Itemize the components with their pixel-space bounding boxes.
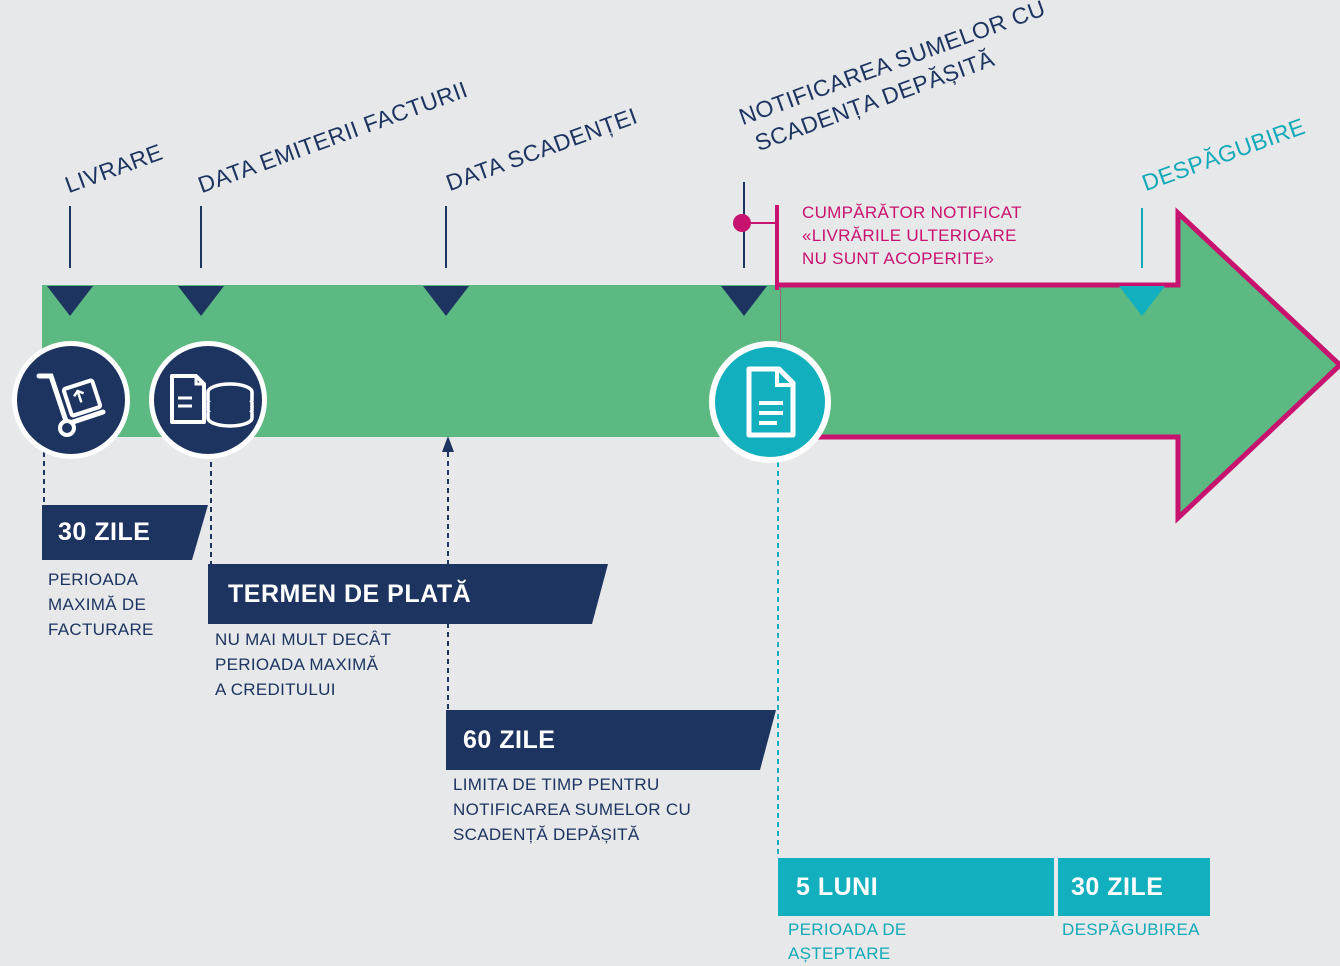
waiting-desc-line1: PERIOADA DE <box>788 920 907 939</box>
payment-term-banner-shape <box>208 564 608 624</box>
invoicing-desc-line1: PERIOADA <box>48 570 139 589</box>
delivery-pointer <box>47 206 93 316</box>
buyer-notice-connector <box>733 205 779 290</box>
hand-truck-icon <box>12 341 130 459</box>
notification-limit-desc-line1: LIMITA DE TIMP PENTRU <box>453 775 660 794</box>
compensation-pointer <box>1119 208 1165 316</box>
due-date-pointer <box>423 206 469 316</box>
waiting-desc-line2: AȘTEPTARE <box>788 944 891 963</box>
due-date-guide-arrowhead <box>442 436 454 452</box>
invoicing-desc-line2: MAXIMĂ DE <box>48 595 147 614</box>
payment-term-desc-line3: A CREDITULUI <box>215 680 336 699</box>
indemnity-period-label: 30 ZILE <box>1071 872 1164 901</box>
buyer-notice-line2: «LIVRĂRILE ULTERIOARE <box>802 226 1017 245</box>
notification-limit-banner-shape <box>446 710 776 770</box>
document-icon <box>709 341 831 463</box>
invoicing-banner-shape <box>42 505 208 560</box>
payment-term-desc-line2: PERIOADA MAXIMĂ <box>215 655 379 674</box>
notification-limit-desc-line2: NOTIFICAREA SUMELOR CU <box>453 800 692 819</box>
waiting-banner-shape <box>778 858 1054 916</box>
indemnity-banner-shape <box>1058 858 1210 916</box>
invoicing-desc-line3: FACTURARE <box>48 620 154 639</box>
notification-limit-desc-line3: SCADENȚĂ DEPĂȘITĂ <box>453 825 640 844</box>
invoice-pointer <box>178 206 224 316</box>
buyer-notice-line3: NU SUNT ACOPERITE» <box>802 249 995 268</box>
indemnity-desc-line1: DESPĂGUBIREA <box>1062 920 1200 939</box>
notification-limit-label: 60 ZILE <box>463 725 556 754</box>
waiting-period-label: 5 LUNI <box>796 872 879 901</box>
document-coins-icon <box>149 341 267 459</box>
invoicing-period-label: 30 ZILE <box>58 518 151 546</box>
buyer-notice-line1: CUMPĂRĂTOR NOTIFICAT <box>802 203 1022 222</box>
payment-term-label: TERMEN DE PLATĂ <box>228 579 472 608</box>
compensation-arrow <box>775 207 1340 524</box>
payment-term-desc-line1: NU MAI MULT DECÂT <box>215 630 392 649</box>
